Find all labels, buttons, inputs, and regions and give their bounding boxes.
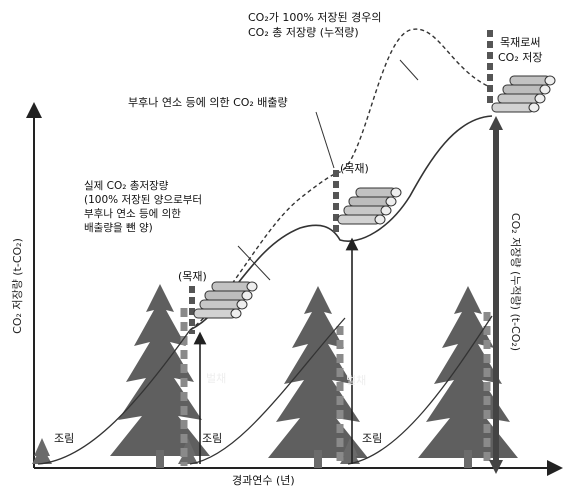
actual-storage-curve <box>189 115 493 331</box>
seedling-icon <box>178 438 198 464</box>
growth-curve <box>37 329 191 465</box>
tree-trunk <box>464 450 472 468</box>
timber-label: (목재) <box>178 270 207 283</box>
afforestation-label: 조림 <box>54 432 75 445</box>
actual-storage-label: 실제 CO₂ 총저장량 (100% 저장된 양으로부터 부후나 연소 등에 의한… <box>84 180 202 235</box>
seedling-icon <box>340 438 360 464</box>
pointer-line <box>399 59 419 81</box>
full-storage-label: CO₂가 100% 저장된 경우의 CO₂ 총 저장량 (누적량) <box>248 11 382 40</box>
full-storage-curve <box>189 28 493 331</box>
right-axis-label: CO₂ 저장량 (누적량) (t-CO₂) <box>509 212 522 352</box>
full-storage-label-line1: CO₂가 100% 저장된 경우의 <box>248 11 382 24</box>
harvest-label: 벌채 <box>346 374 367 387</box>
actual-storage-label-line3: 부후나 연소 등에 의한 <box>84 207 181 220</box>
wood-storage-label-line2: CO₂ 저장 <box>498 50 543 64</box>
full-storage-label-line2: CO₂ 총 저장량 (누적량) <box>248 25 359 39</box>
y-axis-label: CO₂ 저장량 (t-CO₂) <box>11 238 24 334</box>
log-pile-icon <box>491 75 556 113</box>
actual-storage-label-line2: (100% 저장된 양으로부터 <box>84 193 203 206</box>
growth-curve <box>189 317 346 465</box>
tree-icon <box>418 286 518 458</box>
actual-storage-label-line1: 실제 CO₂ 총저장량 <box>84 180 169 192</box>
timber-label: (목재) <box>340 162 369 175</box>
afforestation-label: 조림 <box>202 432 223 445</box>
pointer-line <box>237 245 271 281</box>
decay-emission-label: 부후나 연소 등에 의한 CO₂ 배출량 <box>128 96 288 109</box>
afforestation-label: 조림 <box>362 432 383 445</box>
growth-curve <box>347 315 493 465</box>
harvest-label: 벌채 <box>206 372 227 385</box>
wood-storage-label: 목재로써 CO₂ 저장 <box>498 36 543 65</box>
wood-storage-label-line1: 목재로써 <box>500 36 541 49</box>
tree-icon <box>268 286 368 458</box>
log-pile-icon <box>193 281 258 319</box>
actual-storage-label-line4: 배출량을 뺀 양) <box>84 221 153 234</box>
x-axis-label: 경과연수 (년) <box>232 474 295 487</box>
tree-trunk <box>314 450 322 468</box>
seedling-icon <box>32 438 52 464</box>
tree-trunk <box>156 450 164 468</box>
pointer-line <box>315 111 335 169</box>
